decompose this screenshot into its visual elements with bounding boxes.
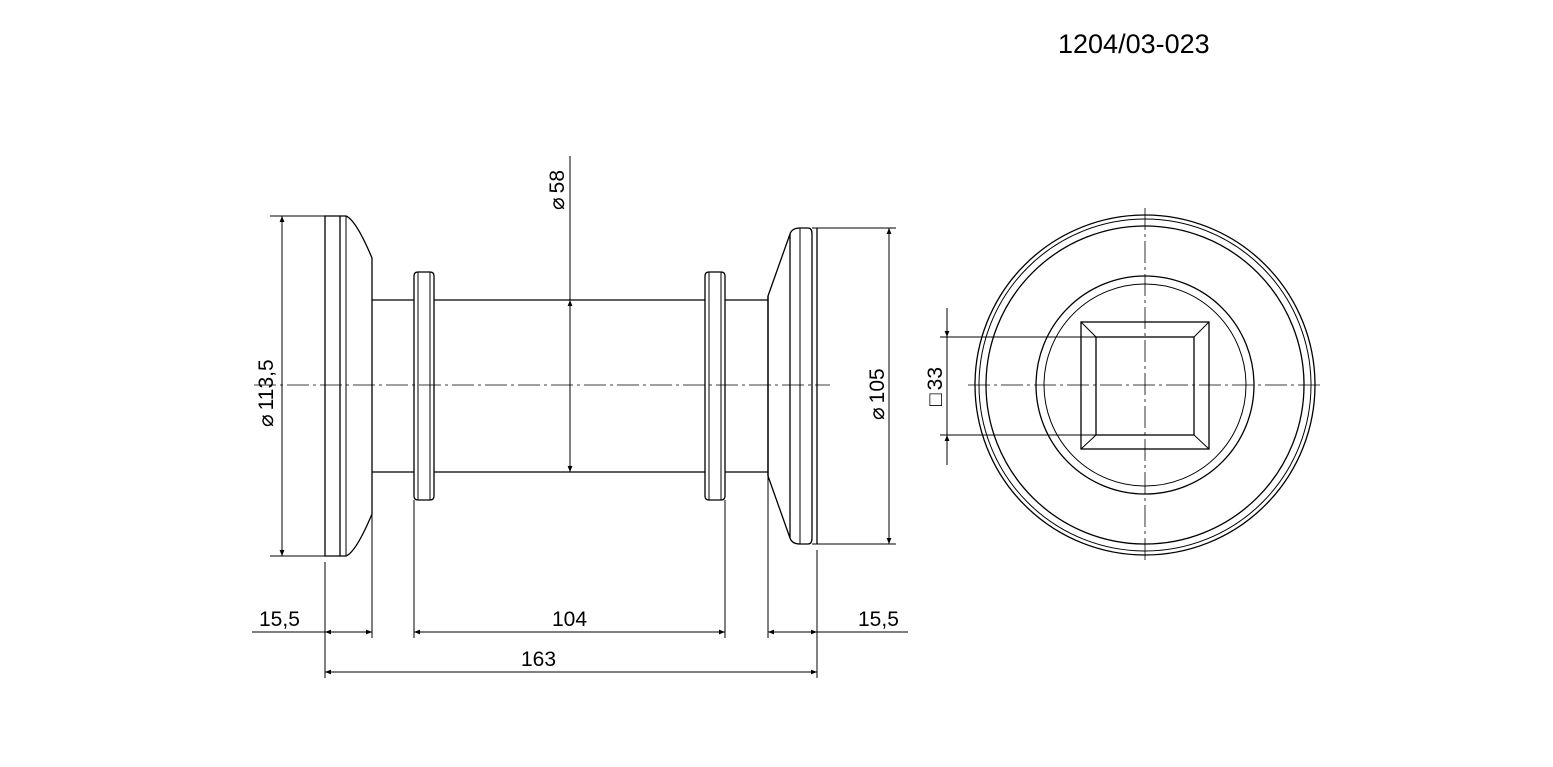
right-ring [704, 271, 726, 501]
dim-square-size: □ 33 [924, 308, 1096, 465]
dim-left-flange-width: 15,5 [252, 608, 372, 635]
side-view: ⌀ 113,5 ⌀ 58 ⌀ 105 15,5 104 [252, 156, 908, 678]
dim-tube-diameter: ⌀ 58 [546, 170, 573, 472]
diameter-symbol: ⌀ [866, 407, 889, 420]
diameter-symbol: ⌀ [546, 197, 569, 210]
right-flange [767, 227, 818, 545]
dim-right-flange-diameter: ⌀ 105 [817, 227, 896, 545]
front-view: □ 33 [924, 208, 1322, 562]
left-flange-diameter-value: 113,5 [255, 359, 278, 410]
svg-text:⌀58: ⌀ 58 [546, 170, 569, 210]
left-ring [413, 271, 435, 501]
tube-length-value: 104 [552, 608, 587, 631]
svg-text:⌀113,5: ⌀ 113,5 [255, 359, 278, 427]
square-symbol: □ [924, 393, 947, 406]
dim-tube-length: 104 [414, 608, 725, 635]
right-flange-diameter-value: 105 [866, 368, 889, 403]
tube-diameter-value: 58 [546, 170, 569, 193]
overall-length-value: 163 [521, 648, 556, 671]
drawing-number: 1204/03-023 [1058, 29, 1210, 59]
svg-text:□33: □ 33 [924, 367, 947, 406]
diameter-symbol: ⌀ [255, 414, 278, 427]
dim-overall-length: 163 [325, 648, 817, 675]
right-flange-width-value: 15,5 [858, 608, 899, 631]
left-flange [324, 215, 373, 557]
dim-left-flange-diameter: ⌀ 113,5 [255, 215, 325, 557]
square-size-value: 33 [924, 367, 947, 390]
svg-text:⌀105: ⌀ 105 [866, 368, 889, 420]
dim-right-flange-width: 15,5 [768, 608, 908, 635]
left-flange-width-value: 15,5 [259, 608, 300, 631]
